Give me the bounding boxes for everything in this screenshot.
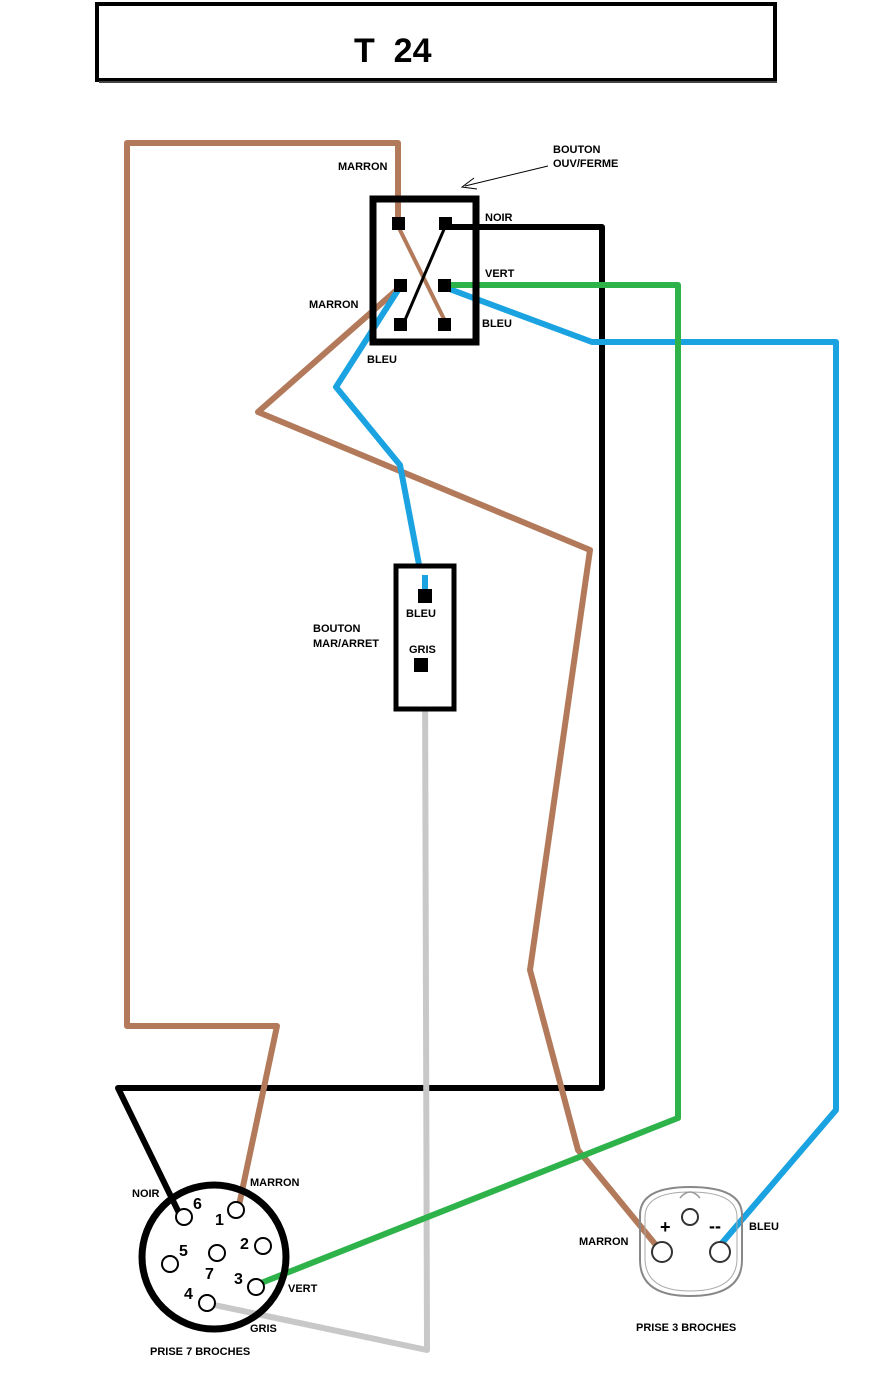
plug-7-pins: 1 2 3 4 5 6 7 NOIR MARRON VERT GRIS PRIS… [132, 1177, 318, 1358]
pin-7 [208, 1244, 226, 1262]
pin-label-1: 1 [215, 1212, 224, 1229]
pin-ground [681, 1208, 699, 1226]
label-vert-top: VERT [485, 268, 515, 280]
plug-3-pins: + -- MARRON BLEU PRISE 3 BROCHES [579, 1185, 779, 1334]
wire-marron-outer [124, 140, 401, 1213]
switch-onoff-title-2: MAR/ARRET [313, 638, 379, 650]
label-bleu-onoff: BLEU [406, 608, 436, 620]
pin-label-2: 2 [240, 1236, 249, 1253]
pin-plus [651, 1241, 673, 1263]
terminal-top-right [439, 217, 452, 230]
pin-label-6: 6 [193, 1196, 202, 1213]
pin-label-3: 3 [234, 1271, 243, 1288]
terminal-bottom-right [438, 318, 451, 331]
label-gris-onoff: GRIS [409, 644, 436, 656]
pin-4 [198, 1294, 216, 1312]
terminal-mid-right [438, 279, 451, 292]
pin-3 [247, 1278, 265, 1296]
switch-onoff-title-1: BOUTON [313, 623, 361, 635]
terminal-top-left [392, 217, 405, 230]
wire-marron-cross [394, 220, 448, 325]
wire-gris-path [202, 665, 430, 1353]
pin-label-5: 5 [179, 1243, 188, 1260]
wire-vert-path [253, 282, 681, 1288]
terminal-mid-left [394, 279, 407, 292]
label-vert-plug7: VERT [288, 1283, 318, 1295]
pin-5 [161, 1255, 179, 1273]
wire-bleu-left [333, 284, 428, 599]
minus-symbol: -- [709, 1216, 721, 1236]
label-bleu-right: BLEU [482, 318, 512, 330]
terminal-bottom-left [394, 318, 407, 331]
label-noir-plug7: NOIR [132, 1188, 160, 1200]
pin-2 [254, 1237, 272, 1255]
label-gris-plug7: GRIS [250, 1323, 277, 1335]
switch-mar-arret: BLEU GRIS BOUTON MAR/ARRET [313, 563, 457, 712]
internal-bridge [403, 226, 447, 321]
label-marron-left: MARRON [309, 299, 359, 311]
wire-marron [124, 140, 663, 1253]
title-box: T 24 [95, 2, 777, 83]
wire-bleu [333, 284, 839, 1253]
terminal-bleu [418, 589, 432, 603]
switch-top-title-2: OUV/FERME [553, 158, 618, 170]
wire-bleu-right [441, 284, 839, 1253]
label-noir-top: NOIR [485, 212, 513, 224]
pin-6 [175, 1208, 193, 1226]
page-title: T 24 [354, 32, 432, 70]
label-bleu-bottom: BLEU [367, 354, 397, 366]
plug3-caption: PRISE 3 BROCHES [636, 1322, 736, 1334]
label-marron-plug7: MARRON [250, 1177, 300, 1189]
switch-top-title-1: BOUTON [553, 144, 601, 156]
pin-1 [227, 1201, 245, 1219]
pointer-arrow [464, 165, 549, 187]
pin-label-7: 7 [205, 1266, 214, 1283]
terminal-gris [414, 658, 428, 672]
label-marron-plug3: MARRON [579, 1236, 629, 1248]
arrow-head-icon [460, 177, 478, 190]
label-bleu-plug3: BLEU [749, 1221, 779, 1233]
pin-label-4: 4 [184, 1286, 193, 1303]
plug7-caption: PRISE 7 BROCHES [150, 1346, 250, 1358]
wire-noir-main [115, 224, 605, 1218]
plus-symbol: + [660, 1217, 671, 1237]
wire-noir [115, 224, 605, 1218]
wire-gris [202, 665, 430, 1353]
label-marron-top: MARRON [338, 161, 388, 173]
pin-minus [709, 1241, 731, 1263]
switch-ouv-ferme: BOUTON OUV/FERME MARRON NOIR VERT BLEU M… [309, 144, 618, 366]
wire-vert [253, 282, 681, 1288]
wire-marron-inner [255, 284, 663, 1253]
